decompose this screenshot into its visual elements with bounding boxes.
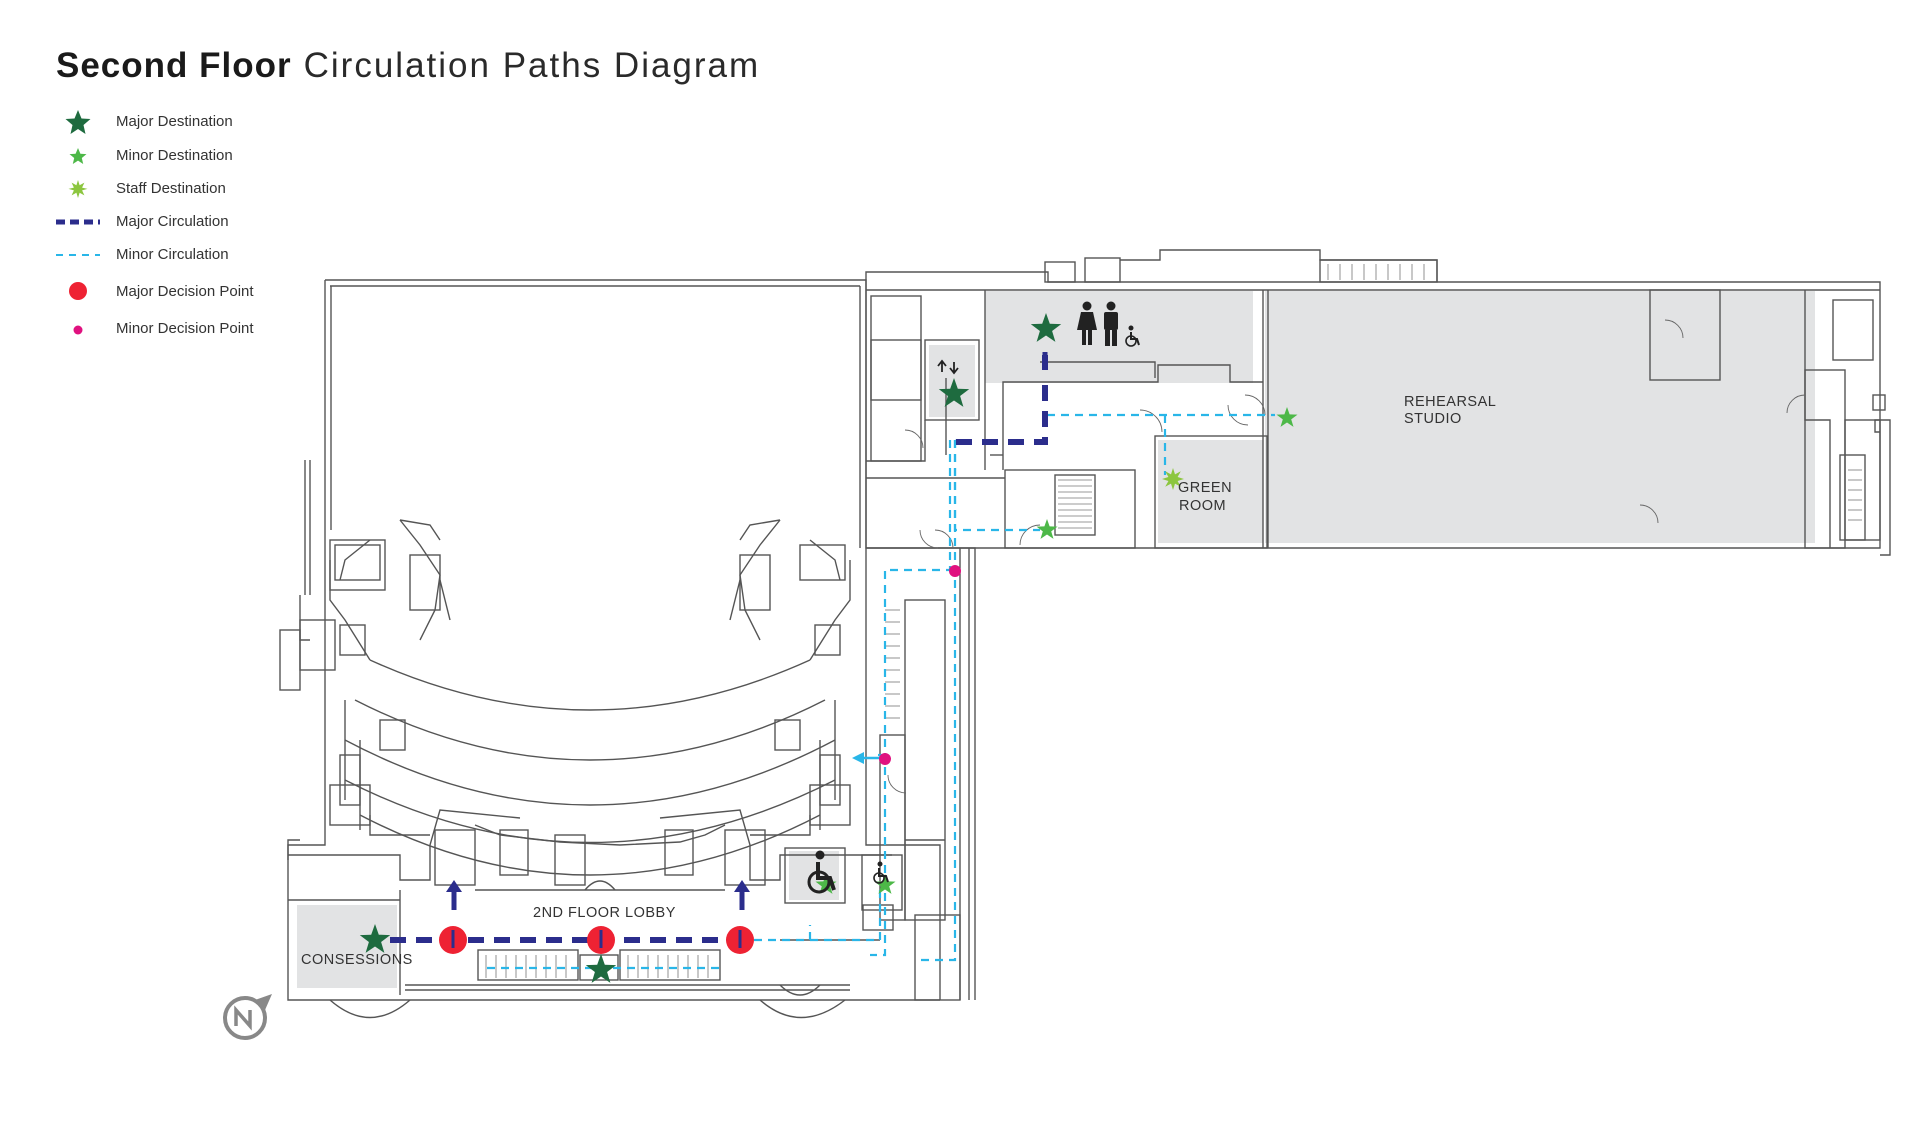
- minor-circulation-paths: [487, 413, 1275, 970]
- legend-label: Minor Circulation: [116, 246, 229, 263]
- elevator-icon: [937, 359, 959, 375]
- room-fills: [297, 291, 1815, 988]
- elevator-area: [929, 345, 975, 417]
- door-swings: [887, 319, 1806, 794]
- legend-label: Minor Destination: [116, 147, 233, 164]
- staff-star-icon: [68, 180, 88, 198]
- rehearsal-label-line1: REHEARSAL: [1404, 394, 1496, 410]
- major-star-icon: [65, 110, 91, 134]
- decision-points: [439, 565, 961, 954]
- legend-label: Major Circulation: [116, 213, 229, 230]
- minor-decision-point: [949, 565, 961, 577]
- rehearsal-label-line2: STUDIO: [1404, 411, 1462, 427]
- arrow-up-icon: [734, 880, 750, 910]
- major-dot-icon: [69, 282, 87, 300]
- legend-label: Staff Destination: [116, 180, 226, 197]
- title-light: Circulation Paths Diagram: [303, 46, 761, 85]
- green-room-label-line2: ROOM: [1179, 498, 1226, 514]
- direction-arrows: [446, 352, 1048, 910]
- room-labels: REHEARSAL STUDIO GREEN ROOM 2ND FLOOR LO…: [301, 394, 1496, 968]
- legend-label: Major Decision Point: [116, 283, 254, 300]
- arrow-left-icon: [852, 752, 880, 764]
- stair-hatching: [485, 264, 1862, 978]
- north-arrow-icon: [223, 994, 272, 1040]
- lobby-label: 2ND FLOOR LOBBY: [533, 905, 676, 921]
- restroom-icon: [1077, 301, 1118, 346]
- major-circulation-paths: [390, 355, 1048, 943]
- legend-label: Minor Decision Point: [116, 320, 254, 337]
- walls: [279, 249, 1891, 1019]
- wheelchair-icon: [1125, 325, 1140, 347]
- decision-point-marks: [451, 930, 742, 948]
- minor-decision-point: [879, 753, 891, 765]
- title-bold: Second Floor: [56, 46, 292, 85]
- concessions-label: CONSESSIONS: [301, 952, 413, 968]
- page-title: Second Floor Circulation Paths Diagram: [56, 46, 760, 86]
- major-destination-star: [585, 954, 617, 983]
- major-dash-icon: [56, 219, 100, 225]
- green-room-label-line1: GREEN: [1178, 480, 1232, 496]
- wheelchair-icon: [873, 861, 889, 884]
- restroom-area: [985, 291, 1253, 383]
- minor-dot-icon: [73, 325, 83, 335]
- minor-star-icon: [69, 148, 87, 164]
- green-room-area: [1158, 440, 1263, 543]
- arrow-up-icon: [446, 880, 462, 910]
- legend-label: Major Destination: [116, 113, 233, 130]
- wheelchair-icon: [807, 850, 836, 894]
- rehearsal-studio-area: [1265, 291, 1815, 543]
